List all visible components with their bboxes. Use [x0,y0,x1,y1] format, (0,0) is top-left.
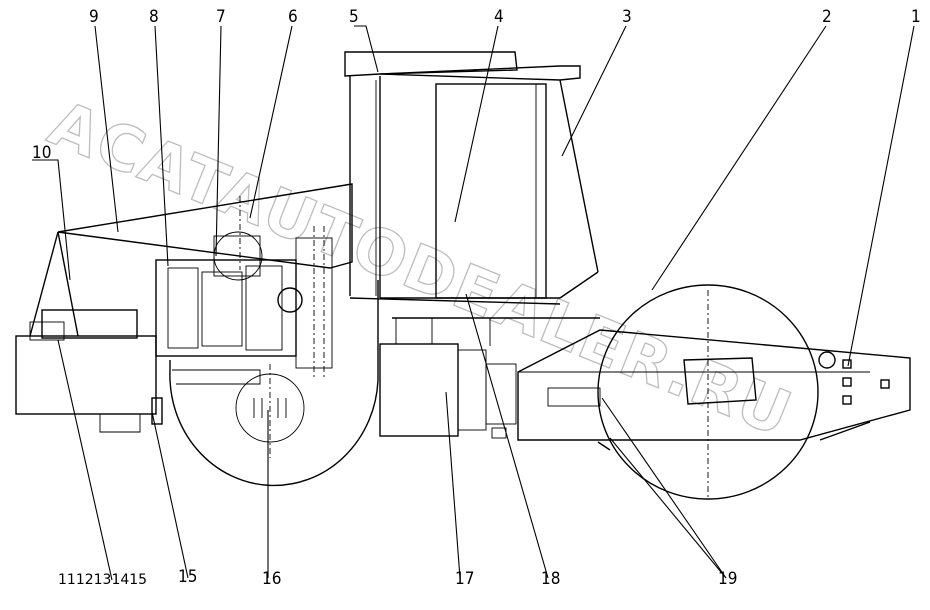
callout-6: 6 [288,7,298,27]
drawing-code: 1112131415 [58,572,147,588]
callouts: 1 2 3 4 5 6 7 8 9 10 15 16 17 18 19 1112… [32,7,921,589]
callout-8: 8 [149,7,159,27]
front-frame [517,329,911,441]
callout-4: 4 [494,7,504,27]
callout-2: 2 [822,7,832,27]
front-drum [597,284,819,500]
callout-9: 9 [89,7,99,27]
callout-17: 17 [455,569,474,589]
callout-1: 1 [911,7,921,27]
callout-10: 10 [32,143,51,163]
callout-18: 18 [541,569,560,589]
operator-cab [344,51,599,305]
callout-7: 7 [216,7,226,27]
callout-16: 16 [262,569,281,589]
watermark: ACATAUTODEALER.RU [39,86,804,452]
callout-19: 19 [718,569,737,589]
center-frame [379,317,600,439]
rear-wheel [169,280,379,487]
engine-assembly [151,196,333,425]
watermark-text: ACATAUTODEALER.RU [39,86,802,451]
callout-3: 3 [622,7,632,27]
callout-5: 5 [349,7,359,27]
engine-hood [15,183,353,433]
callout-15: 15 [178,567,197,587]
leader-lines [32,25,915,581]
